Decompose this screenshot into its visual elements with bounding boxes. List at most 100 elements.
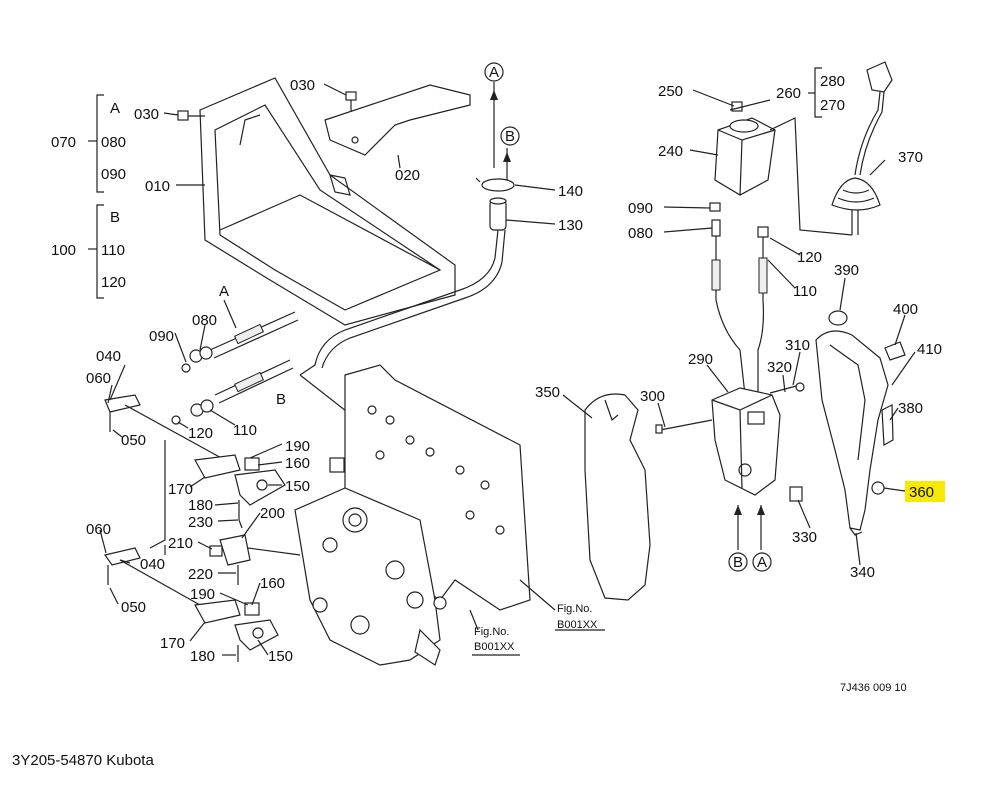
callout-310: 310 [785, 337, 810, 354]
group-item-270: 270 [820, 97, 845, 114]
figure-ref-line2: B001XX [474, 641, 515, 653]
callout-080: 080 [628, 225, 653, 242]
lever-bracket-290 [711, 387, 781, 496]
bolt-030-a [345, 91, 357, 112]
callout-120: 120 [188, 425, 213, 442]
callout-220: 220 [188, 566, 213, 583]
callout-120: 120 [797, 249, 822, 266]
group-item-110: 110 [101, 242, 125, 259]
group-item-120: 120 [101, 274, 126, 291]
callout-300: 300 [640, 388, 665, 405]
group-item-B: B [110, 209, 120, 226]
callout-080: 080 [192, 312, 217, 329]
callout-380: 380 [898, 400, 923, 417]
callout-020: 020 [395, 167, 420, 184]
callout-140: 140 [558, 183, 583, 200]
figure-ref-line2: B001XX [557, 619, 598, 631]
bracket-group-260 [808, 67, 822, 118]
group-item-090: 090 [101, 166, 126, 183]
sleeve-130 [489, 197, 507, 231]
callout-170: 170 [168, 481, 193, 498]
bolt-030-b [177, 110, 205, 121]
arrow-label-B: B [505, 128, 515, 145]
plate-020 [324, 84, 471, 156]
bracket-150-lower [234, 619, 279, 651]
callout-060: 060 [86, 370, 111, 387]
callout-040: 040 [140, 556, 165, 573]
callout-210: 210 [168, 535, 193, 552]
cable-080-left [709, 202, 746, 396]
callout-320: 320 [767, 359, 792, 376]
cover-350 [584, 393, 651, 601]
callout-190: 190 [190, 586, 215, 603]
callout-160: 160 [260, 575, 285, 592]
cable-route [299, 229, 499, 376]
callout-050: 050 [121, 432, 146, 449]
callout-090: 090 [628, 200, 653, 217]
callout-370: 370 [898, 149, 923, 166]
callout-090: 090 [149, 328, 174, 345]
arrow-label-A: A [489, 64, 499, 81]
link-040-lower [103, 547, 141, 566]
group-label-260: 260 [776, 85, 801, 102]
callout-110: 110 [793, 283, 817, 300]
figure-ref-line1: Fig.No. [557, 603, 592, 615]
callout-180: 180 [190, 648, 215, 665]
callout-410: 410 [917, 341, 942, 358]
bracket-group-070 [88, 94, 104, 193]
callout-030: 030 [290, 77, 315, 94]
group-item-280: 280 [820, 73, 845, 90]
box-240 [714, 117, 776, 196]
callout-200: 200 [260, 505, 285, 522]
callout-240: 240 [658, 143, 683, 160]
arrow-label-A: A [757, 554, 767, 571]
bracket-group-100 [88, 204, 104, 299]
callout-390: 390 [834, 262, 859, 279]
link-040-upper [104, 394, 141, 413]
group-item-A: A [110, 100, 120, 117]
arrow-label-B: B [276, 391, 286, 408]
drawing-code: 7J436 009 10 [840, 682, 907, 694]
group-item-080: 080 [101, 134, 126, 151]
callout-190: 190 [285, 438, 310, 455]
bracket-150-upper [234, 469, 286, 506]
callout-180: 180 [188, 497, 213, 514]
callout-360: 360 [909, 484, 934, 501]
grip-housing-340 [815, 310, 906, 536]
rod-B [214, 359, 294, 404]
callout-010: 010 [145, 178, 170, 195]
callout-160: 160 [285, 455, 310, 472]
callout-labels: 030 030 020 010 140 130 A B 070 A 080 09… [51, 64, 942, 694]
callout-030: 030 [134, 106, 159, 123]
callout-110: 110 [233, 422, 257, 439]
callout-340: 340 [850, 564, 875, 581]
callout-130: 130 [558, 217, 583, 234]
leader-lines [99, 83, 916, 656]
highlight-360 [905, 481, 945, 502]
lever-knob-280 [854, 61, 893, 176]
callout-250: 250 [658, 83, 683, 100]
callout-330: 330 [792, 529, 817, 546]
group-label-100: 100 [51, 242, 76, 259]
callout-290: 290 [688, 351, 713, 368]
callout-170: 170 [160, 635, 185, 652]
group-label-070: 070 [51, 134, 76, 151]
cable-110-right [757, 226, 769, 395]
cover-bracket-010 [199, 77, 456, 326]
callout-150: 150 [268, 648, 293, 665]
callout-060: 060 [86, 521, 111, 538]
part-number-caption: 3Y205-54870 Kubota [12, 752, 154, 769]
figure-ref-line1: Fig.No. [474, 626, 509, 638]
callout-230: 230 [188, 514, 213, 531]
callout-150: 150 [285, 478, 310, 495]
rod-A [209, 311, 299, 359]
callout-040: 040 [96, 348, 121, 365]
clamp-140 [475, 177, 515, 192]
callout-400: 400 [893, 301, 918, 318]
callout-350: 350 [535, 384, 560, 401]
arrow-label-B: B [733, 554, 743, 571]
control-valve [294, 487, 447, 666]
boot-370 [831, 177, 881, 235]
